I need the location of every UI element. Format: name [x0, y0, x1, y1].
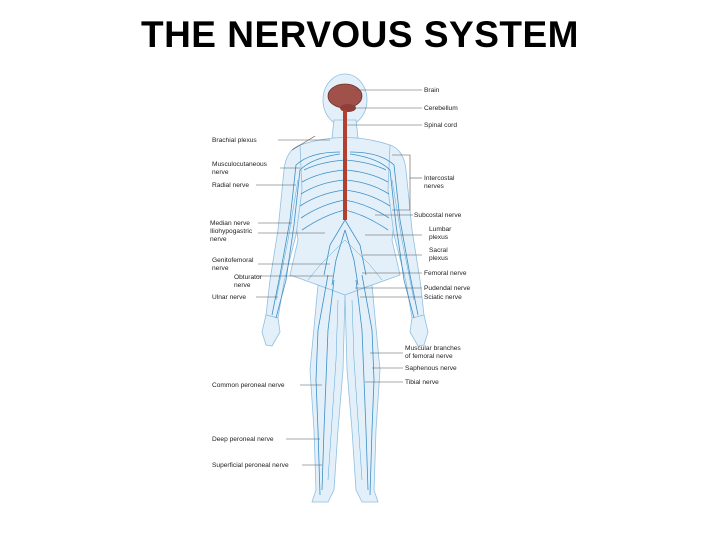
label-genitofemoral-1: Genitofemoral — [212, 257, 254, 264]
peripheral-nerves — [271, 151, 419, 496]
label-sacral-2: plexus — [429, 255, 449, 262]
label-obturator-1: Obturator — [234, 274, 263, 281]
label-subcostal: Subcostal nerve — [414, 212, 462, 219]
left-leader-lines — [256, 135, 333, 466]
label-brachial: Brachial plexus — [212, 137, 257, 144]
label-iliohypogastric-2: nerve — [210, 236, 227, 243]
label-muscular-2: of femoral nerve — [405, 353, 453, 360]
label-median: Median nerve — [210, 220, 250, 227]
label-common-peroneal: Common peroneal nerve — [212, 382, 285, 389]
page-title: THE NERVOUS SYSTEM — [140, 14, 579, 55]
left-labels: Brachial plexus Musculocutaneous nerve R… — [210, 137, 289, 469]
right-labels: Brain Cerebellum Spinal cord Intercostal… — [405, 87, 471, 386]
label-musculocutaneous-2: nerve — [212, 169, 229, 176]
label-intercostal-2: nerves — [424, 183, 444, 190]
label-saphenous: Saphenous nerve — [405, 365, 457, 372]
label-lumbar-2: plexus — [429, 234, 449, 241]
right-leader-lines — [347, 89, 422, 383]
label-iliohypogastric-1: Iliohypogastric — [210, 228, 253, 235]
label-sacral-1: Sacral — [429, 247, 448, 254]
label-tibial: Tibial nerve — [405, 379, 439, 386]
label-muscular-1: Muscular branches — [405, 345, 461, 352]
label-spinal-cord: Spinal cord — [424, 122, 457, 129]
label-lumbar-1: Lumbar — [429, 226, 452, 233]
label-genitofemoral-2: nerve — [212, 265, 229, 272]
label-brain: Brain — [424, 87, 440, 94]
label-sciatic: Sciatic nerve — [424, 294, 462, 301]
label-intercostal-1: Intercostal — [424, 175, 455, 182]
label-deep-peroneal: Deep peroneal nerve — [212, 436, 274, 443]
label-obturator-2: nerve — [234, 282, 251, 289]
label-pudendal: Pudendal nerve — [424, 285, 471, 292]
label-cerebellum: Cerebellum — [424, 105, 458, 112]
nervous-system-diagram: Brain Cerebellum Spinal cord Intercostal… — [210, 73, 471, 503]
label-femoral: Femoral nerve — [424, 270, 467, 277]
label-ulnar: Ulnar nerve — [212, 294, 246, 301]
label-superficial-peroneal: Superficial peroneal nerve — [212, 462, 289, 469]
label-radial: Radial nerve — [212, 182, 249, 189]
label-musculocutaneous-1: Musculocutaneous — [212, 161, 268, 168]
